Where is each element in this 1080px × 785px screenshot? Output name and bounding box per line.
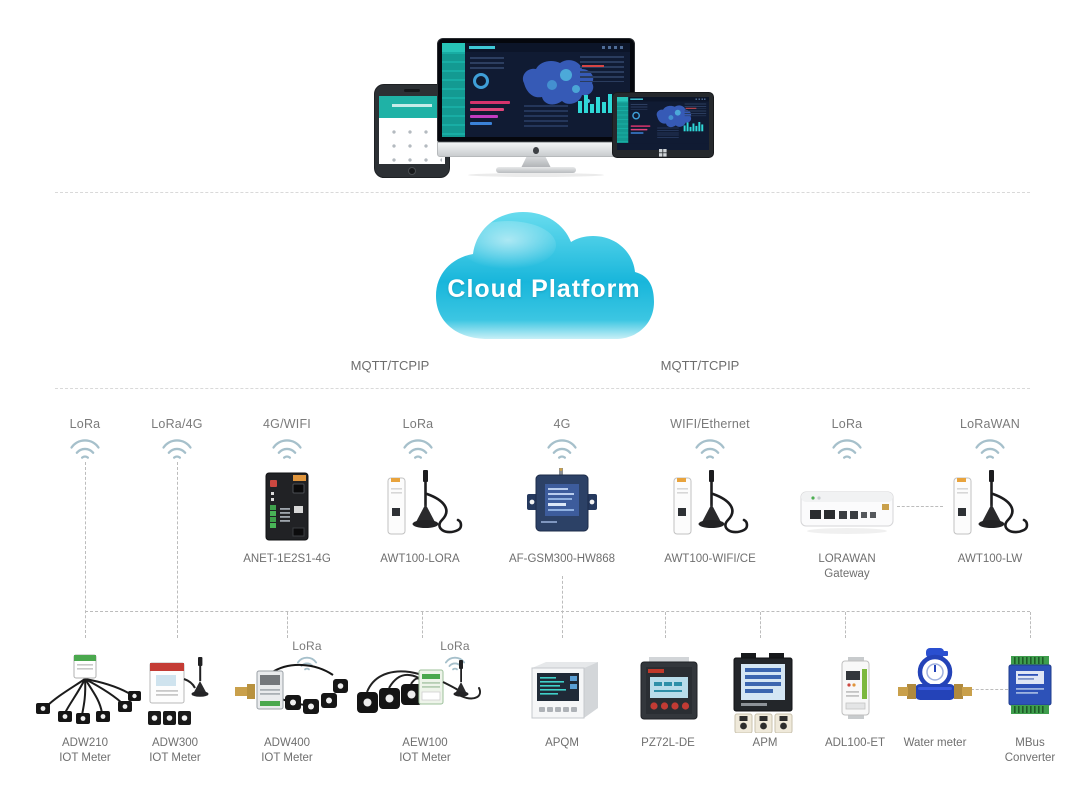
- meter-label-water: Water meter: [903, 737, 967, 749]
- connector-adw400: [287, 612, 288, 638]
- meter-label-apqm: APQM: [545, 737, 579, 749]
- lorawan-gateway-device: [800, 491, 894, 534]
- apqm-device: [531, 662, 598, 719]
- uplink-label: LoRa: [69, 417, 101, 431]
- cloud-platform: Cloud Platform: [430, 203, 658, 353]
- af-gsm300-hw868-device: [527, 468, 597, 532]
- uplink-col-lora-1: LoRa: [25, 417, 145, 465]
- meter-label-apm: APM: [752, 737, 778, 749]
- connector-aew100: [422, 612, 423, 638]
- phone-home-button: [408, 167, 416, 175]
- wifi-signal-icon: [403, 439, 433, 459]
- adw210-device: [36, 654, 141, 724]
- water-meter-device: [898, 648, 972, 700]
- monitor-stand: [521, 157, 551, 168]
- awt100-wifi-ce-device: [673, 470, 749, 535]
- cloud-shape: [436, 212, 654, 339]
- phone-app-header: [379, 96, 445, 118]
- tablet-dashboard-screen: [617, 97, 709, 144]
- gateway-label-awt100-lw: AWT100-LW: [957, 553, 1023, 565]
- awt100-lw-device: [953, 470, 1029, 535]
- wifi-signal-icon: [975, 439, 1005, 459]
- dashboard-gauge: [473, 73, 489, 89]
- uplink-col-lora-3: LoRa: [787, 417, 907, 465]
- gateway-label-awt100-wifi: AWT100-WIFI/CE: [664, 553, 756, 565]
- china-map: [522, 60, 594, 105]
- phone-screen: [379, 96, 445, 164]
- dashboard-screen: [442, 43, 630, 137]
- uplink-col-wifi-ethernet: WIFI/Ethernet: [650, 417, 770, 465]
- wifi-signal-icon: [272, 439, 302, 459]
- apm-device: [733, 653, 793, 733]
- desktop-monitor: [437, 38, 635, 142]
- aew100-device: [357, 660, 481, 713]
- monitor-shadow: [468, 173, 604, 177]
- wifi-signal-icon: [695, 439, 725, 459]
- uplink-col-lora4g: LoRa/4G: [117, 417, 237, 465]
- wifi-signal-icon: [162, 439, 192, 459]
- protocol-label-left: MQTT/TCPIP: [350, 358, 430, 373]
- separator-middle: [55, 388, 1030, 389]
- gateway-label-awt100-lora: AWT100-LORA: [380, 553, 460, 565]
- connector-gsm300-apqm: [562, 576, 563, 638]
- connector-adl100: [845, 612, 846, 638]
- bus-line: [85, 611, 1030, 612]
- cloud-platform-label: Cloud Platform: [447, 275, 641, 303]
- meter-label-pz72l: PZ72L-DE: [641, 737, 695, 749]
- meter-label-adl100: ADL100-ET: [824, 737, 886, 749]
- gateway-label-af-gsm300: AF-GSM300-HW868: [508, 553, 616, 565]
- monitor-base: [496, 167, 576, 173]
- tablet: [612, 92, 714, 158]
- gateway-awt100lw-link: [897, 506, 943, 507]
- dashboard-rank-bars: [470, 101, 516, 127]
- connector-mbus: [1030, 612, 1031, 638]
- uplink-col-4gwifi: 4G/WIFI: [227, 417, 347, 465]
- wifi-signal-icon: [832, 439, 862, 459]
- wifi-signal-icon: [547, 439, 577, 459]
- connector-lora4g: [177, 462, 178, 638]
- separator-top: [55, 192, 1030, 193]
- uplink-col-4g: 4G: [502, 417, 622, 465]
- pz72l-de-device: [640, 657, 698, 720]
- anet-1e2s1-4g-device: [265, 472, 309, 541]
- monitor-chin: [437, 142, 635, 157]
- protocol-label-right: MQTT/TCPIP: [660, 358, 740, 373]
- connector-lora1: [85, 462, 86, 638]
- connector-pz72l: [665, 612, 666, 638]
- uplink-col-lorawan: LoRaWAN: [930, 417, 1050, 465]
- uplink-col-lora-2: LoRa: [358, 417, 478, 465]
- adw400-device: [235, 663, 348, 714]
- apple-logo: [533, 147, 539, 154]
- adw300-device: [148, 657, 209, 725]
- windows-logo: [659, 149, 667, 157]
- connector-apm: [760, 612, 761, 638]
- mbus-converter-device: [1008, 656, 1052, 714]
- awt100-lora-device: [387, 470, 463, 535]
- phone-speaker: [404, 89, 420, 92]
- gateway-label-anet: ANET-1E2S1-4G: [243, 553, 331, 565]
- watermeter-mbus-link: [966, 689, 1008, 690]
- adl100-et-device: [841, 657, 870, 719]
- wifi-signal-icon: [70, 439, 100, 459]
- phone-app-icon-grid: [382, 122, 442, 162]
